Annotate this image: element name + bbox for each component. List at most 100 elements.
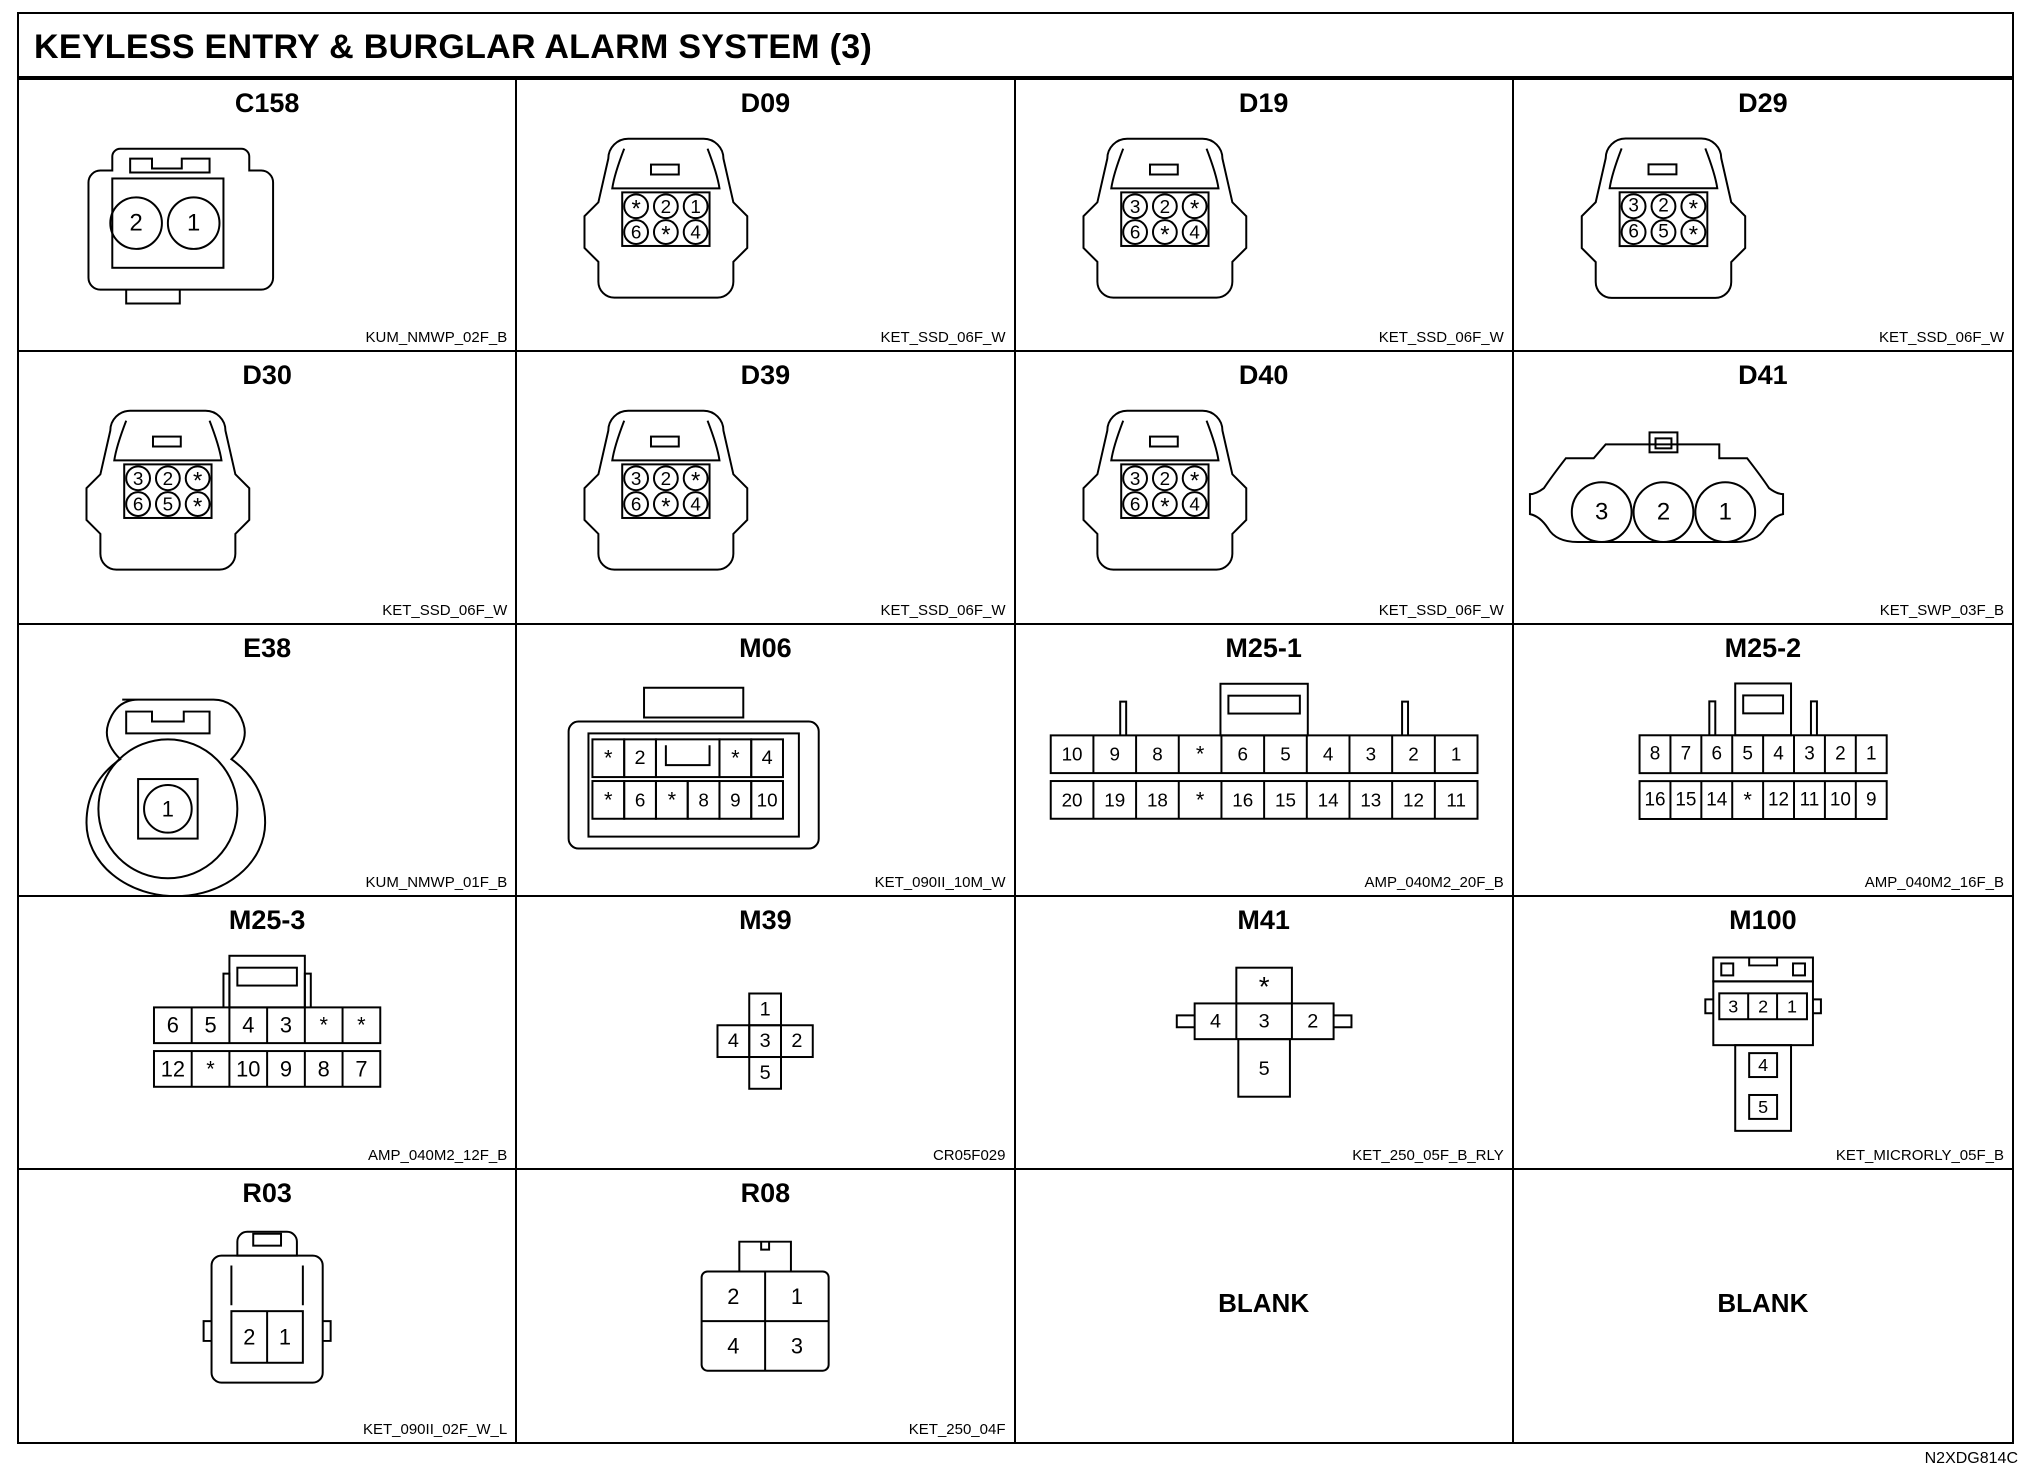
connector-hood <box>1109 148 1220 190</box>
pin-label: 8 <box>699 789 709 810</box>
pin-circle <box>682 465 709 492</box>
pin-divider <box>701 1271 829 1371</box>
pin-label: 3 <box>1628 196 1639 217</box>
pin-cavity <box>111 177 225 269</box>
pin-circle <box>682 193 709 220</box>
pin-label: 2 <box>661 196 671 217</box>
latch-window <box>1720 962 1734 977</box>
pin-label: 1 <box>1718 499 1731 526</box>
guide-rib <box>1809 700 1818 736</box>
pin-block <box>1119 191 1210 247</box>
connector-name: C158 <box>234 88 300 118</box>
pin-label: 12 <box>1403 789 1424 810</box>
pin-circle <box>623 193 650 220</box>
pin-circle <box>1650 219 1677 246</box>
diagram-sheet: KEYLESS ENTRY & BURGLAR ALARM SYSTEM (3)… <box>17 12 2014 1444</box>
pin-label: 4 <box>1189 494 1199 515</box>
latch-slot <box>1741 694 1784 715</box>
pin-label: 6 <box>1129 222 1139 243</box>
pin-label: 2 <box>728 1283 740 1308</box>
pin-cavity <box>137 777 199 840</box>
pin-label: 16 <box>1232 789 1253 810</box>
connector-latch <box>1712 956 1814 983</box>
connector-housing <box>1580 137 1746 299</box>
connector-latch <box>643 686 745 719</box>
pin-circle <box>109 196 163 250</box>
connector-drawing: 1 <box>85 698 267 896</box>
pin-label: 6 <box>1129 494 1139 515</box>
pin-label: 19 <box>1104 789 1125 810</box>
pin-circle <box>653 219 680 245</box>
inner-ring <box>97 738 239 880</box>
connector-part-code: AMP_040M2_12F_B <box>368 1146 508 1164</box>
pin-label: 2 <box>1835 744 1846 765</box>
pin-label: 4 <box>1209 1010 1220 1032</box>
connector-part-code: KET_SSD_06F_W <box>1378 329 1504 347</box>
pin-label: 4 <box>1189 222 1199 243</box>
pin-label: 10 <box>236 1057 260 1082</box>
pin-label: 1 <box>162 796 174 821</box>
pin-label: 6 <box>631 222 641 243</box>
pin-circle <box>125 491 152 518</box>
pin-label: 5 <box>1742 744 1753 765</box>
blank-label: BLANK <box>1717 1287 1809 1318</box>
pin-label: 2 <box>1159 196 1169 217</box>
pin-circle <box>1121 193 1148 220</box>
pin-circle <box>154 491 181 518</box>
connector-name: D29 <box>1738 88 1788 118</box>
pin-label: 13 <box>1360 789 1381 810</box>
pin-label: * <box>1190 196 1199 223</box>
pin-label: 6 <box>1628 222 1639 243</box>
pin-cell <box>750 779 785 820</box>
pin-label: 2 <box>661 468 671 489</box>
connector-name: D30 <box>242 360 292 391</box>
pin-label: 1 <box>1450 744 1460 765</box>
latch-window <box>252 1232 283 1247</box>
pin-label: * <box>668 787 677 812</box>
pin-label: * <box>1160 222 1169 249</box>
connector-housing <box>583 410 749 571</box>
pin-circle <box>1680 219 1707 246</box>
pin-block <box>1119 463 1210 520</box>
pin-circle <box>1181 219 1208 245</box>
pin-label: 9 <box>1866 789 1877 810</box>
pin-circle <box>184 491 211 518</box>
pin-label: 6 <box>631 494 641 515</box>
pin-label: 6 <box>167 1013 179 1038</box>
pin-circle <box>1680 193 1707 220</box>
pin-circle <box>1632 481 1695 544</box>
connector-latch <box>151 435 182 448</box>
connector-part-code: KUM_NMWP_02F_B <box>365 329 508 347</box>
latch-slot <box>1226 694 1301 715</box>
connector-name: M39 <box>739 905 792 936</box>
latch-slot <box>1654 437 1673 450</box>
latch-notch <box>760 1241 771 1251</box>
pin-circle <box>184 465 211 492</box>
pin-label: 12 <box>161 1057 185 1082</box>
pin-label: * <box>319 1013 328 1038</box>
connector-latch <box>236 1230 298 1257</box>
pin-label: 2 <box>1307 1010 1318 1032</box>
pin-label: * <box>1190 468 1199 495</box>
pin-label: 1 <box>1787 996 1797 1016</box>
pin-label: 3 <box>1258 1010 1269 1032</box>
connector-latch <box>1647 163 1678 176</box>
connector-part-code: KUM_NMWP_01F_B <box>365 874 508 892</box>
pin-label: * <box>206 1057 215 1082</box>
pin-label: 7 <box>355 1057 367 1082</box>
